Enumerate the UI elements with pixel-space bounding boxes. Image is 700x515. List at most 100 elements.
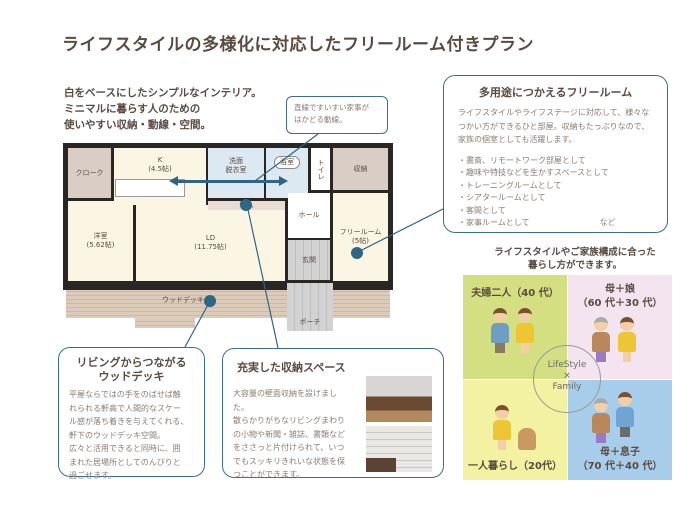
list-item: ・トレーニングルームとして (458, 180, 562, 190)
label: (5帖) (352, 237, 369, 245)
line: をささっと片付けられて、いつ (233, 443, 345, 452)
list-item: ・家事ルームとして (458, 218, 530, 227)
arrow-head-left (169, 176, 178, 186)
lifestyle-family-circle: LifeStyle × Family (533, 345, 601, 413)
label: 洗面 (229, 157, 243, 165)
label: トイレ (317, 158, 325, 180)
list-item: ・シアタールームとして (458, 193, 546, 202)
line: つかい方ができるひと部屋。収納もたっぷりなので、 (458, 121, 650, 131)
porch: ポーチ (287, 283, 333, 331)
free-room-title: 多用途につかえるフリールーム (478, 86, 633, 99)
page-title: ライフスタイルの多様化に対応したフリールーム付きプラン (62, 35, 534, 55)
room-storage: 収納 (333, 148, 388, 190)
marker-closet (240, 199, 252, 211)
room-free: フリールーム(5帖) (333, 193, 388, 281)
line: （60 代＋30 代） (577, 298, 663, 309)
line: Family (552, 382, 582, 392)
room-entrance: 玄関 (288, 240, 330, 280)
line: 平屋ならではの手をのばせば触 (69, 390, 181, 399)
line: LifeStyle (547, 360, 587, 370)
deck-body: 平屋ならではの手をのばせば触れられる軒高で人間的なスケール感が落ち着きを与えてく… (69, 388, 194, 483)
lifestyle-heading: ライフスタイルやご家族構成に合った 暮らし方ができます。 (455, 246, 695, 272)
woman-icon (516, 308, 534, 354)
label: ホール (298, 211, 320, 219)
deck-title: リビングからつながるウッドデッキ (69, 356, 194, 384)
quadrant-single: 一人暮らし（20代） (463, 380, 567, 480)
line: 家族の個室としても活躍します。 (458, 135, 577, 144)
line: 暮らし方ができます。 (527, 260, 623, 271)
room-toilet: トイレ (311, 148, 330, 190)
line: （70 代＋40 代） (577, 461, 663, 472)
grandmother-icon (592, 317, 610, 363)
deck-step (135, 318, 195, 328)
grandmother-icon (592, 398, 610, 444)
flow-arrow (175, 180, 280, 183)
intro-line: 白をベースにしたシンプルなインテリア。 (64, 87, 262, 99)
flow-callout-text: 直線ですいすい家事がはかどる動線。 (294, 102, 380, 126)
label: (11.75帖) (194, 243, 227, 251)
deck (66, 288, 390, 318)
storage-box: 充実した収納スペース 大容量の壁面収納を設けました。散らかりがちなリビングまわり… (222, 348, 444, 479)
man-icon (616, 392, 634, 438)
label: クローク (75, 168, 104, 177)
line: リビングからつながる (76, 356, 187, 369)
line: まれた居場所としてのんびりと (69, 457, 181, 467)
line: ウッドデッキ (98, 370, 165, 383)
label: 母＋息子 （70 代＋40 代） (568, 446, 672, 474)
line: ライフスタイルやご家族構成に合った (494, 247, 656, 258)
list-item: ・趣味や特技などを生かすスペースとして (458, 168, 609, 177)
intro-text: 白をベースにしたシンプルなインテリア。 ミニマルに暮らす人のための 使いやすい収… (64, 85, 262, 133)
label: 脱衣室 (225, 166, 247, 174)
list-item: ・客間として (458, 205, 506, 215)
line: でもスッキリきれいな状態を保 (233, 456, 345, 466)
line: つことができます。 (233, 470, 305, 479)
room-washroom: 洗面脱衣室 (208, 148, 264, 198)
line: 大容量の壁面収納を設けまし (233, 389, 337, 398)
dog-icon (518, 428, 536, 450)
label: (5.62帖) (86, 241, 115, 249)
room-hall: ホール (288, 193, 330, 238)
room-cloak: クローク (68, 148, 111, 198)
line: × (563, 371, 571, 381)
flow-callout: 直線ですいすい家事がはかどる動線。 (286, 96, 388, 134)
line: 軒下のウッドデッキ空間。 (69, 430, 165, 440)
storage-photo (366, 426, 432, 472)
line: の小物や新聞・雑誌、書類など (233, 429, 345, 439)
kitchen-counter (115, 179, 185, 197)
woman-icon (618, 317, 636, 363)
line: はかどる動線。 (294, 115, 347, 124)
label: K (157, 156, 163, 164)
label: 洋室 (93, 232, 108, 240)
storage-title: 充実した収納スペース (237, 361, 346, 374)
line: 母＋息子 (600, 447, 640, 458)
intro-line: 使いやすい収納・動線・空間。 (64, 119, 211, 131)
label: 一人暮らし（20代） (468, 461, 562, 472)
label: (4.5帖) (148, 165, 172, 173)
line: 過ごせます。 (69, 471, 117, 480)
line: ル感が落ち着きを与えてくれる、 (69, 417, 189, 426)
etc: など (599, 218, 616, 227)
line: 散らかりがちなリビングまわり (233, 416, 345, 425)
label: 玄関 (302, 255, 316, 264)
deck-box: リビングからつながるウッドデッキ 平屋ならではの手をのばせば触れられる軒高で人間… (58, 347, 205, 480)
label: LD (205, 234, 216, 242)
free-room-body: ライフスタイルやライフステージに対応して、様々なつかい方ができるひと部屋。収納も… (458, 106, 653, 147)
lifestyle-grid: 夫婦二人（40 代） 母＋娘 （60 代＋30 代） 一人暮らし（20代） 母＋息… (463, 275, 673, 480)
free-room-list: ・書斎、リモートワーク部屋として・趣味や特技などを生かすスペースとして・トレーニ… (458, 155, 653, 230)
list-item: ・書斎、リモートワーク部屋として (458, 155, 586, 165)
intro-line: ミニマルに暮らす人のための (64, 103, 201, 115)
label: 夫婦二人（40 代） (471, 288, 559, 299)
storage-body: 大容量の壁面収納を設けました。散らかりがちなリビングまわりの小物や新聞・雑誌、書… (233, 387, 365, 482)
line: れられる軒高で人間的なスケー (69, 403, 181, 413)
line: た。 (233, 402, 249, 412)
label: ウッドデッキ (162, 295, 204, 304)
label: フリールーム (339, 228, 382, 236)
arrow-head-right (279, 176, 288, 186)
man-icon (491, 308, 509, 354)
line: 広々と活用できると同時に、囲 (69, 444, 181, 453)
line: 母＋娘 (605, 284, 635, 295)
living-photo (366, 376, 432, 422)
line: 直線ですいすい家事が (294, 103, 369, 112)
label: ポーチ (299, 318, 321, 326)
